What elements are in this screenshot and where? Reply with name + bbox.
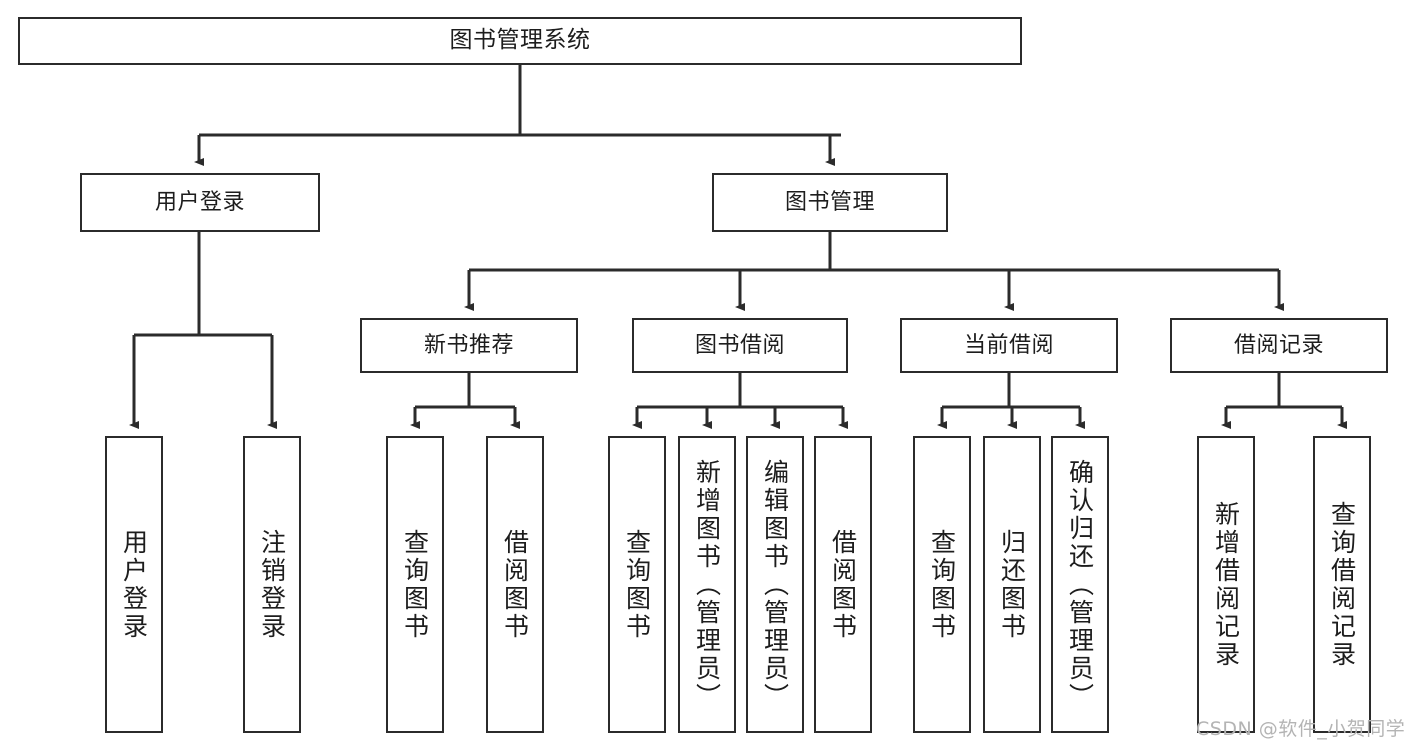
node-label: 新增借阅记录 [1211, 500, 1241, 669]
node-label: 查询图书 [622, 528, 652, 641]
node-label: 查询图书 [927, 528, 957, 641]
node-label: 编辑图书（管理员） [760, 458, 790, 711]
node-leaf-edit-book-admin[interactable]: 编辑图书（管理员） [746, 436, 804, 733]
node-label: 查询借阅记录 [1327, 500, 1357, 669]
node-book-borrow[interactable]: 图书借阅 [632, 318, 848, 373]
node-leaf-query-book-1[interactable]: 查询图书 [386, 436, 444, 733]
node-label: 归还图书 [997, 528, 1027, 641]
node-root-system[interactable]: 图书管理系统 [18, 17, 1022, 65]
node-label: 当前借阅 [963, 332, 1054, 358]
node-label: 注销登录 [257, 528, 287, 641]
node-user-login[interactable]: 用户登录 [80, 173, 320, 232]
node-label: 查询图书 [400, 528, 430, 641]
node-label: 用户登录 [154, 189, 245, 215]
node-leaf-query-book-3[interactable]: 查询图书 [913, 436, 971, 733]
node-leaf-add-borrow-record[interactable]: 新增借阅记录 [1197, 436, 1255, 733]
csdn-watermark: CSDN @软件_小贺同学 [1196, 718, 1405, 740]
node-book-manage[interactable]: 图书管理 [712, 173, 948, 232]
node-label: 借阅图书 [500, 528, 530, 641]
node-label: 新书推荐 [423, 332, 514, 358]
node-label: 图书管理 [784, 189, 875, 215]
node-leaf-return-book[interactable]: 归还图书 [983, 436, 1041, 733]
node-leaf-add-book-admin[interactable]: 新增图书（管理员） [678, 436, 736, 733]
node-leaf-logout-login[interactable]: 注销登录 [243, 436, 301, 733]
node-leaf-query-borrow-record[interactable]: 查询借阅记录 [1313, 436, 1371, 733]
node-borrow-record[interactable]: 借阅记录 [1170, 318, 1388, 373]
node-label: 借阅图书 [828, 528, 858, 641]
node-label: 借阅记录 [1233, 332, 1324, 358]
node-leaf-borrow-book-2[interactable]: 借阅图书 [814, 436, 872, 733]
node-label: 用户登录 [119, 528, 149, 641]
node-leaf-confirm-return-admin[interactable]: 确认归还（管理员） [1051, 436, 1109, 733]
node-leaf-borrow-book-1[interactable]: 借阅图书 [486, 436, 544, 733]
node-current-borrow[interactable]: 当前借阅 [900, 318, 1118, 373]
node-label: 新增图书（管理员） [692, 458, 722, 711]
node-new-book-recommend[interactable]: 新书推荐 [360, 318, 578, 373]
node-label: 确认归还（管理员） [1065, 458, 1095, 711]
node-leaf-user-login[interactable]: 用户登录 [105, 436, 163, 733]
node-label: 图书借阅 [694, 332, 785, 358]
node-label: 图书管理系统 [449, 27, 591, 54]
node-leaf-query-book-2[interactable]: 查询图书 [608, 436, 666, 733]
